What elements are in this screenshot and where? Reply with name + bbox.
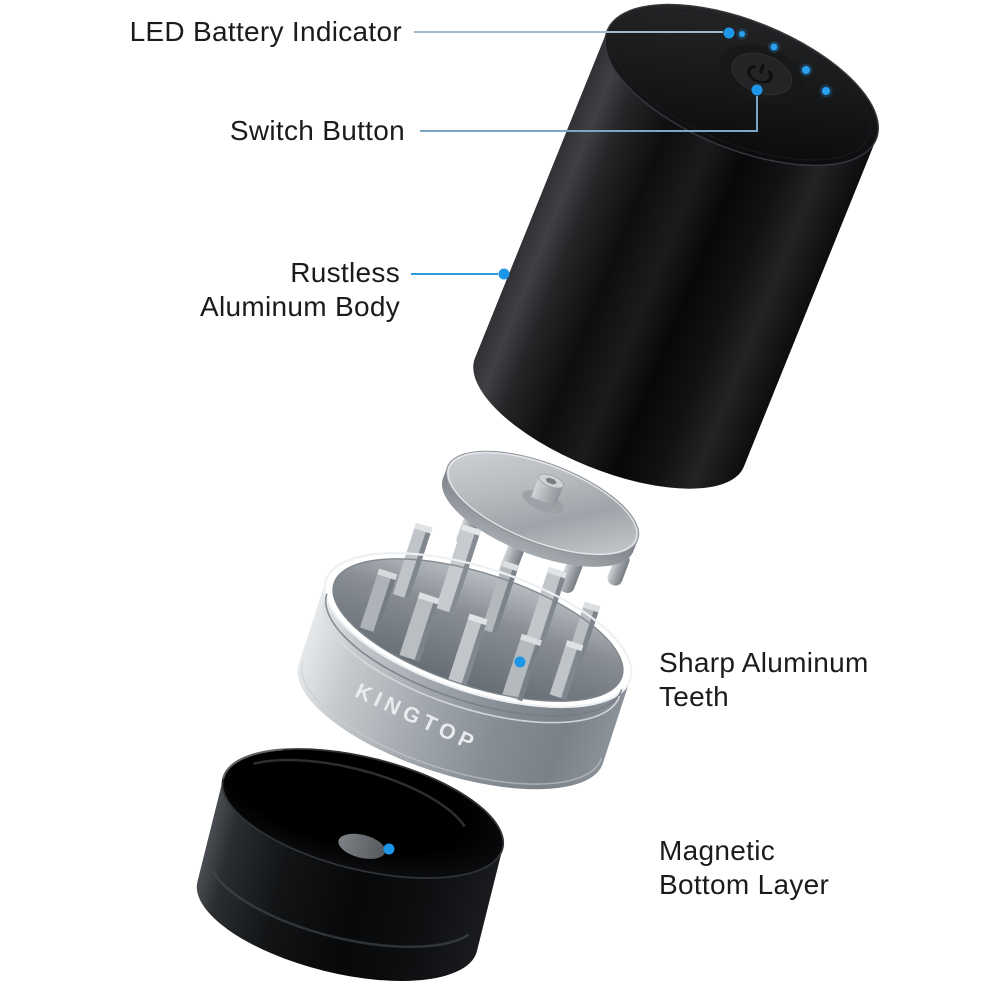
led-battery-indicator-label: LED Battery Indicator xyxy=(129,16,402,47)
main-body xyxy=(473,3,879,489)
aluminum-body-label: Rustless Aluminum Body xyxy=(200,256,400,324)
sharp-teeth-label-line2: Teeth xyxy=(659,681,729,712)
magnetic-bottom-label-line2: Bottom Layer xyxy=(659,869,830,900)
sharp-teeth-label-line1: Sharp Aluminum xyxy=(659,647,869,678)
power-icon xyxy=(747,64,773,84)
led-marker-dot xyxy=(723,27,735,39)
marker-dots xyxy=(383,27,763,855)
aluminum-body-label-line2: Aluminum Body xyxy=(200,291,400,322)
teeth-ring: KINGTOP xyxy=(297,522,633,790)
switch-button-label: Switch Button xyxy=(229,115,405,146)
body-marker-dot xyxy=(498,268,510,280)
switch-leader-line xyxy=(420,96,758,132)
magnetic-bottom-label-line1: Magnetic xyxy=(659,835,776,866)
sharp-teeth-label: Sharp Aluminum Teeth xyxy=(659,646,869,714)
magnetic-bottom-label: Magnetic Bottom Layer xyxy=(659,834,829,902)
switch-button xyxy=(719,44,805,104)
switch-marker-dot xyxy=(751,84,763,96)
leader-lines xyxy=(395,31,758,850)
teeth-marker-dot xyxy=(514,656,526,668)
magnet xyxy=(338,833,386,859)
led-battery-dots xyxy=(736,28,833,98)
magnet-marker-dot xyxy=(383,843,395,855)
aluminum-body-label-line1: Rustless xyxy=(290,257,400,288)
bottom-cup xyxy=(196,748,505,981)
